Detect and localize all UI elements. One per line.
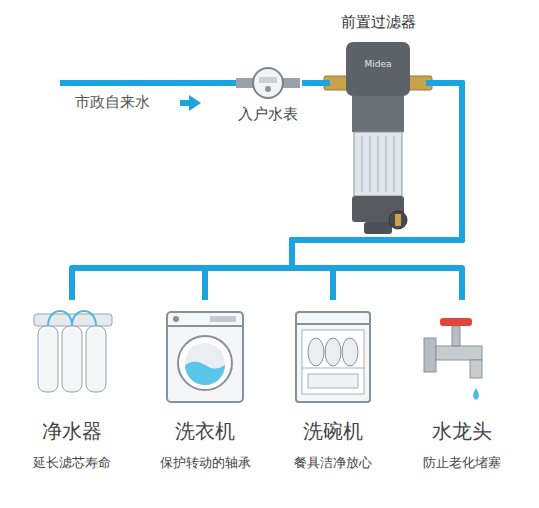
faucet-icon: [424, 318, 482, 400]
inlet-pipe: [60, 80, 250, 86]
water-meter-icon: [236, 68, 300, 98]
node-title: 入户水表: [234, 104, 302, 124]
water-pipe: [292, 83, 462, 300]
water-pipe: [302, 80, 330, 86]
appliance-node: 水龙头防止老化堵塞: [400, 300, 524, 471]
node-subtitle: 餐具洁净放心: [271, 454, 395, 471]
node-title: 洗碗机: [271, 418, 395, 444]
brand-text: Midea: [330, 58, 426, 70]
water-pipe: [72, 83, 462, 300]
node-subtitle: 保护转动的轴承: [143, 454, 267, 471]
pre-filter-icon: [324, 42, 432, 234]
source-label: 市政自来水: [75, 93, 150, 112]
node-title: 前置过滤器: [330, 12, 426, 32]
appliance-node: 洗碗机餐具洁净放心: [271, 300, 395, 471]
flow-arrow: [180, 95, 201, 111]
dishwasher-icon: [296, 312, 370, 402]
washing-machine-icon: [167, 312, 243, 402]
appliance-node: 洗衣机保护转动的轴承: [143, 300, 267, 471]
node-subtitle: 防止老化堵塞: [400, 454, 524, 471]
filter-node: 前置过滤器 Midea: [330, 12, 426, 236]
water-purifier-icon: [34, 311, 112, 392]
appliance-node: 净水器延长滤芯寿命: [10, 300, 134, 471]
water-pipe: [205, 83, 462, 300]
node-title: 净水器: [10, 418, 134, 444]
water-pipe: [292, 83, 462, 300]
node-subtitle: 延长滤芯寿命: [10, 454, 134, 471]
meter-node: 入户水表: [234, 64, 302, 124]
node-title: 水龙头: [400, 418, 524, 444]
node-title: 洗衣机: [143, 418, 267, 444]
